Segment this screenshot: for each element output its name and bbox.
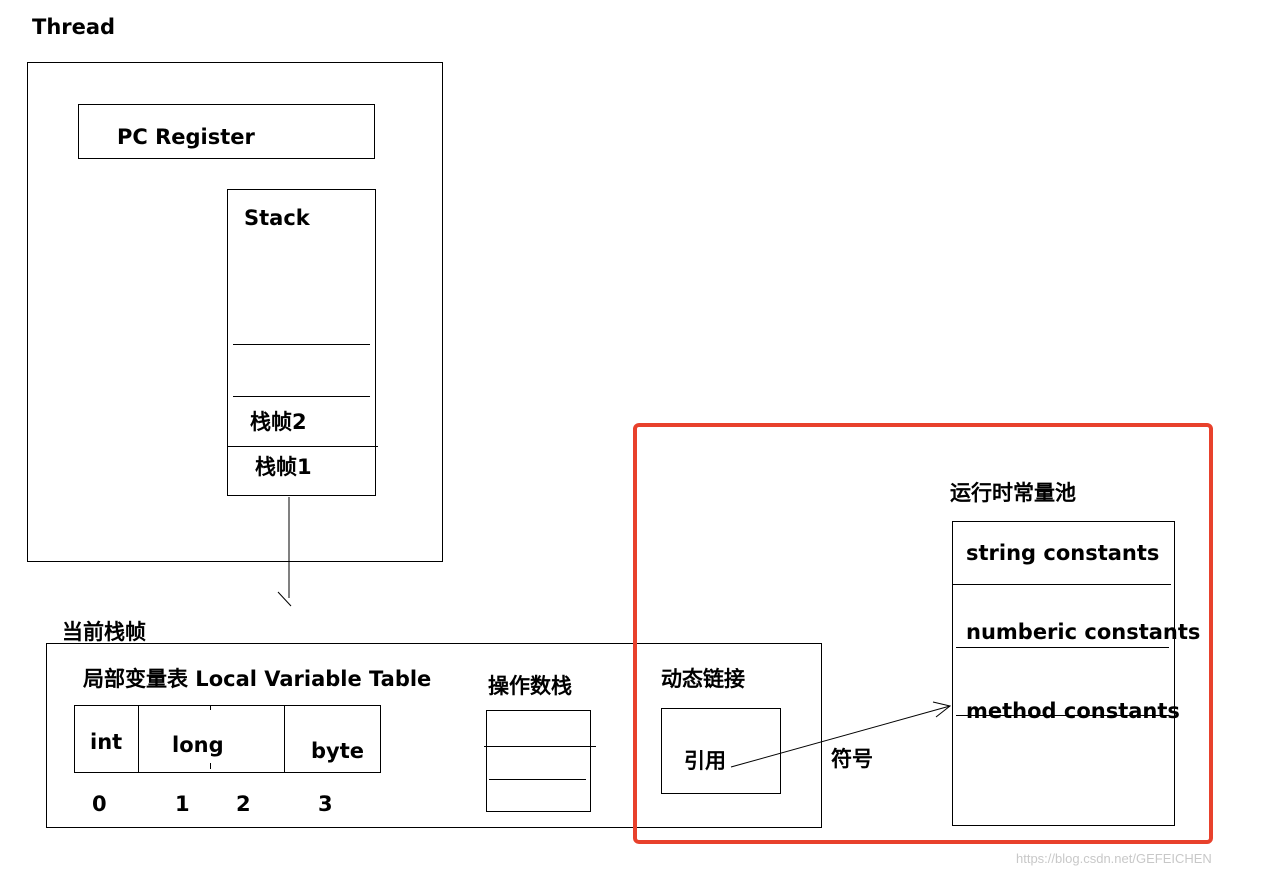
frame-connector-tick bbox=[277, 591, 292, 607]
pool-item-numberic: numberic constants bbox=[966, 620, 1201, 644]
pool-item-method: method constants bbox=[966, 699, 1180, 723]
local-variable-table bbox=[74, 705, 381, 773]
stack-label: Stack bbox=[244, 206, 310, 230]
stack-divider bbox=[233, 344, 370, 345]
lvt-divider bbox=[138, 705, 139, 773]
symbol-label: 符号 bbox=[831, 747, 873, 771]
dynamic-linking-highlight bbox=[633, 423, 1213, 844]
lvt-tick bbox=[210, 763, 211, 769]
current-frame-box bbox=[46, 643, 822, 828]
runtime-constant-pool-title: 运行时常量池 bbox=[950, 481, 1076, 505]
lvt-index: 2 bbox=[236, 792, 251, 816]
stack-frame-1: 栈帧1 bbox=[255, 455, 312, 479]
pc-register-label: PC Register bbox=[117, 125, 255, 149]
thread-title: Thread bbox=[32, 15, 116, 39]
pool-divider bbox=[956, 715, 1169, 716]
lvt-index: 0 bbox=[92, 792, 107, 816]
stack-divider bbox=[233, 396, 370, 397]
reference-label: 引用 bbox=[684, 749, 726, 773]
lvt-cell-int: int bbox=[90, 730, 123, 754]
watermark: https://blog.csdn.net/GEFEICHEN bbox=[1016, 851, 1212, 866]
arrow-head bbox=[932, 701, 952, 718]
lvt-cell-byte: byte bbox=[311, 739, 365, 763]
stack-frame-2: 栈帧2 bbox=[250, 410, 307, 434]
lvt-cell-long: long bbox=[172, 733, 224, 757]
operand-stack-divider bbox=[484, 746, 596, 747]
pool-item-string: string constants bbox=[966, 541, 1160, 565]
pool-divider bbox=[956, 647, 1169, 648]
stack-box bbox=[227, 189, 376, 496]
reference-box bbox=[661, 708, 781, 794]
lvt-divider bbox=[284, 705, 285, 773]
lvt-tick bbox=[210, 705, 211, 710]
operand-stack-box bbox=[486, 710, 591, 812]
runtime-constant-pool-box bbox=[952, 521, 1175, 826]
symbol-reference-arrow bbox=[730, 705, 951, 768]
lvt-index: 1 bbox=[175, 792, 190, 816]
pc-register-box bbox=[78, 104, 375, 159]
local-variable-table-title: 局部变量表 Local Variable Table bbox=[83, 667, 432, 691]
operand-stack-divider bbox=[489, 779, 586, 780]
lvt-index: 3 bbox=[318, 792, 333, 816]
stack-divider bbox=[227, 446, 378, 447]
dynamic-linking-title: 动态链接 bbox=[661, 667, 745, 691]
thread-box bbox=[27, 62, 443, 562]
pool-divider bbox=[952, 584, 1171, 585]
current-frame-title: 当前栈帧 bbox=[62, 620, 146, 644]
operand-stack-title: 操作数栈 bbox=[488, 674, 572, 698]
